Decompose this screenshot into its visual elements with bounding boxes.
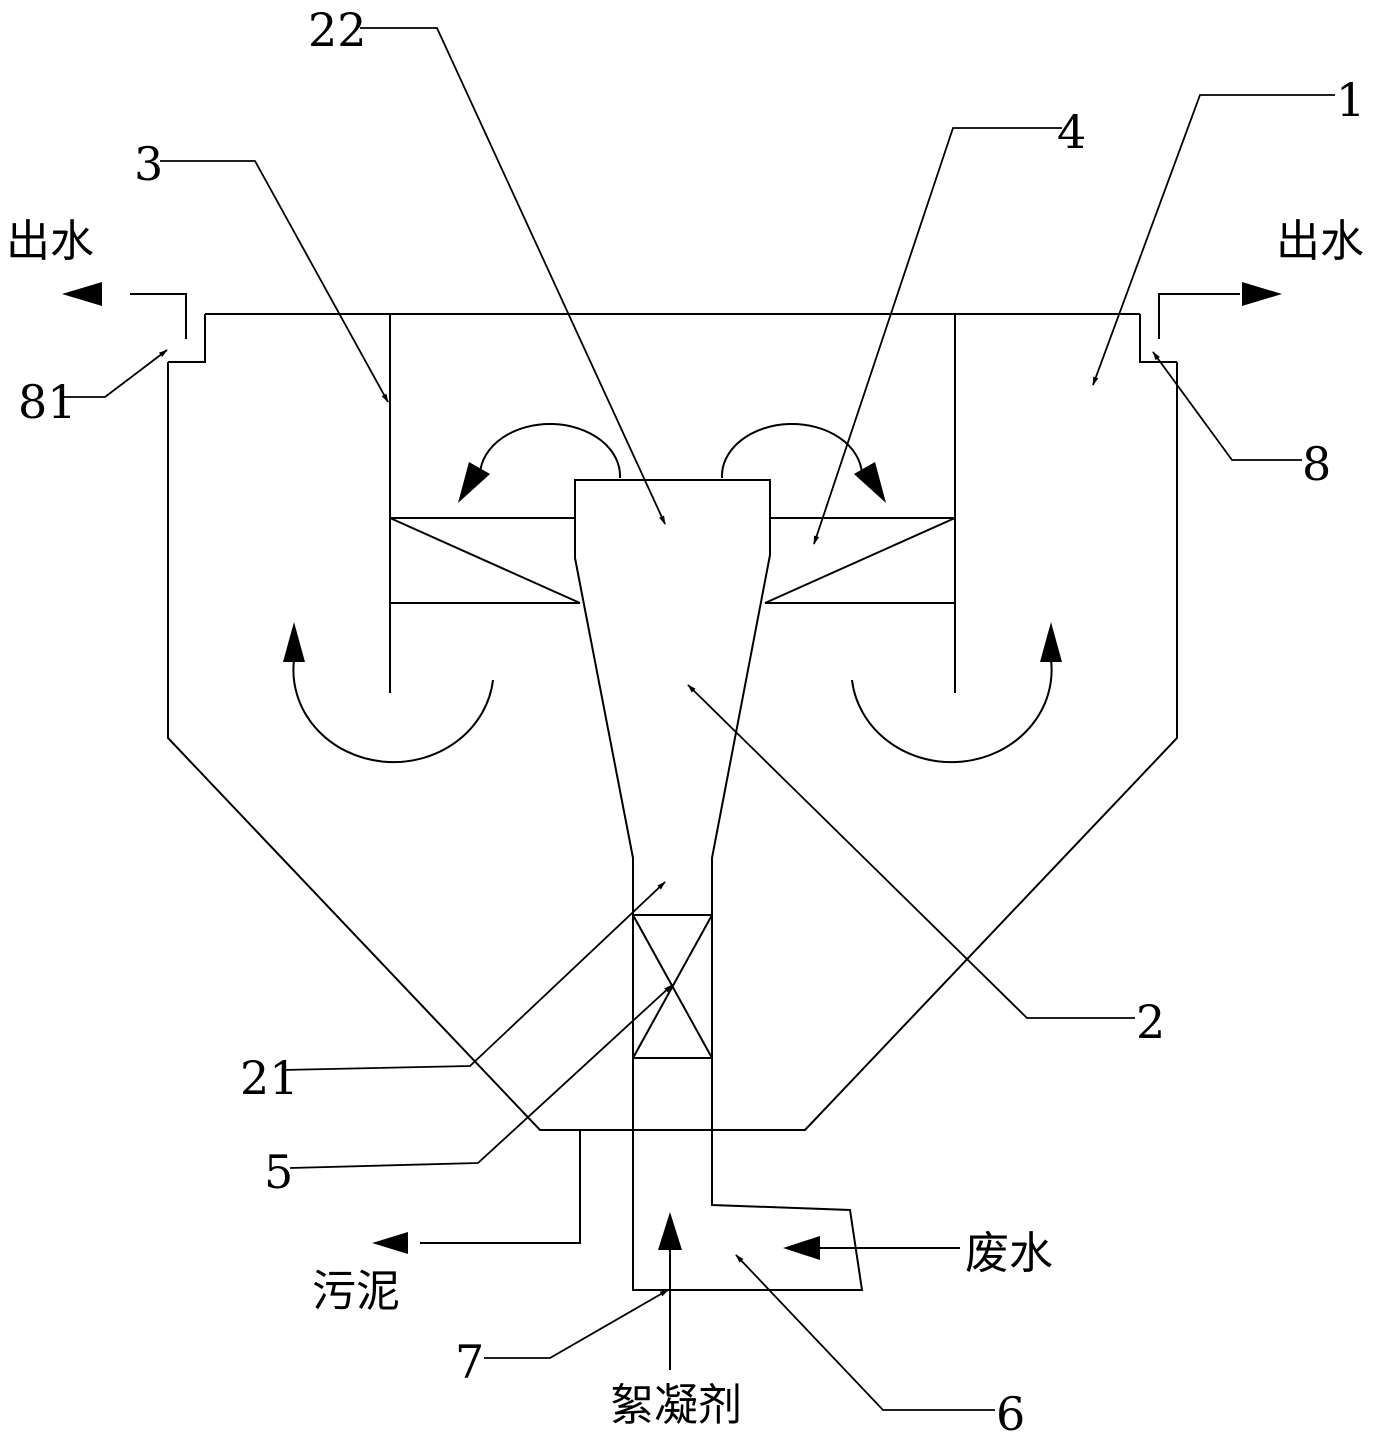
left-outlet-pipe [130, 293, 187, 339]
leader-8 [1152, 351, 1302, 461]
label-5: 5 [264, 1145, 293, 1199]
label-21: 21 [240, 1051, 299, 1105]
left-outlet-weir [168, 314, 206, 363]
left-bottom-flow-arc [292, 659, 494, 764]
leader-81 [62, 349, 168, 398]
left-top-flow-arrow [458, 462, 490, 503]
outlet-right-text: 出水 [1276, 216, 1364, 267]
flocculant-text: 絮凝剂 [610, 1380, 742, 1431]
left-plate-diagonal [389, 517, 581, 604]
label-3: 3 [134, 137, 163, 191]
label-6: 6 [996, 1387, 1025, 1438]
central-reaction-tube [574, 479, 864, 1291]
static-mixer [632, 914, 713, 1059]
leader-2 [687, 684, 1135, 1019]
right-top-flow-arrow [854, 462, 886, 503]
sludge-discharge-pipe [420, 1130, 581, 1244]
leader-22 [360, 27, 666, 525]
label-1: 1 [1336, 73, 1365, 127]
flocculant-arrow [658, 1212, 682, 1250]
leader-5 [289, 984, 673, 1169]
sludge-text: 污泥 [312, 1266, 400, 1317]
leader-3 [160, 160, 389, 403]
right-plate-diagonal [764, 517, 956, 604]
label-8: 8 [1302, 437, 1331, 491]
left-top-flow-arc [479, 423, 622, 479]
right-outlet-pipe [1158, 293, 1240, 339]
left-outlet-arrow [62, 282, 102, 306]
tank-outer-wall [167, 362, 1178, 1131]
leader-1 [1092, 94, 1335, 386]
right-top-flow-arc [720, 423, 863, 479]
left-bottom-flow-arrow [283, 622, 305, 662]
sludge-arrow [372, 1232, 408, 1254]
label-2: 2 [1136, 995, 1165, 1049]
outlet-left-text: 出水 [6, 216, 94, 267]
wastewater-text: 废水 [965, 1228, 1053, 1279]
leader-21 [281, 881, 666, 1071]
right-bottom-flow-arc [851, 659, 1053, 764]
label-22: 22 [308, 3, 367, 57]
right-outlet-arrow [1242, 282, 1282, 306]
wastewater-arrow [783, 1236, 820, 1260]
leader-4 [813, 127, 1062, 545]
label-7: 7 [455, 1335, 484, 1389]
label-81: 81 [18, 375, 77, 429]
leader-7 [484, 1289, 669, 1359]
leader-6 [735, 1254, 995, 1411]
right-outlet-weir [1139, 314, 1177, 363]
label-4: 4 [1057, 105, 1086, 159]
right-bottom-flow-arrow [1040, 622, 1062, 662]
